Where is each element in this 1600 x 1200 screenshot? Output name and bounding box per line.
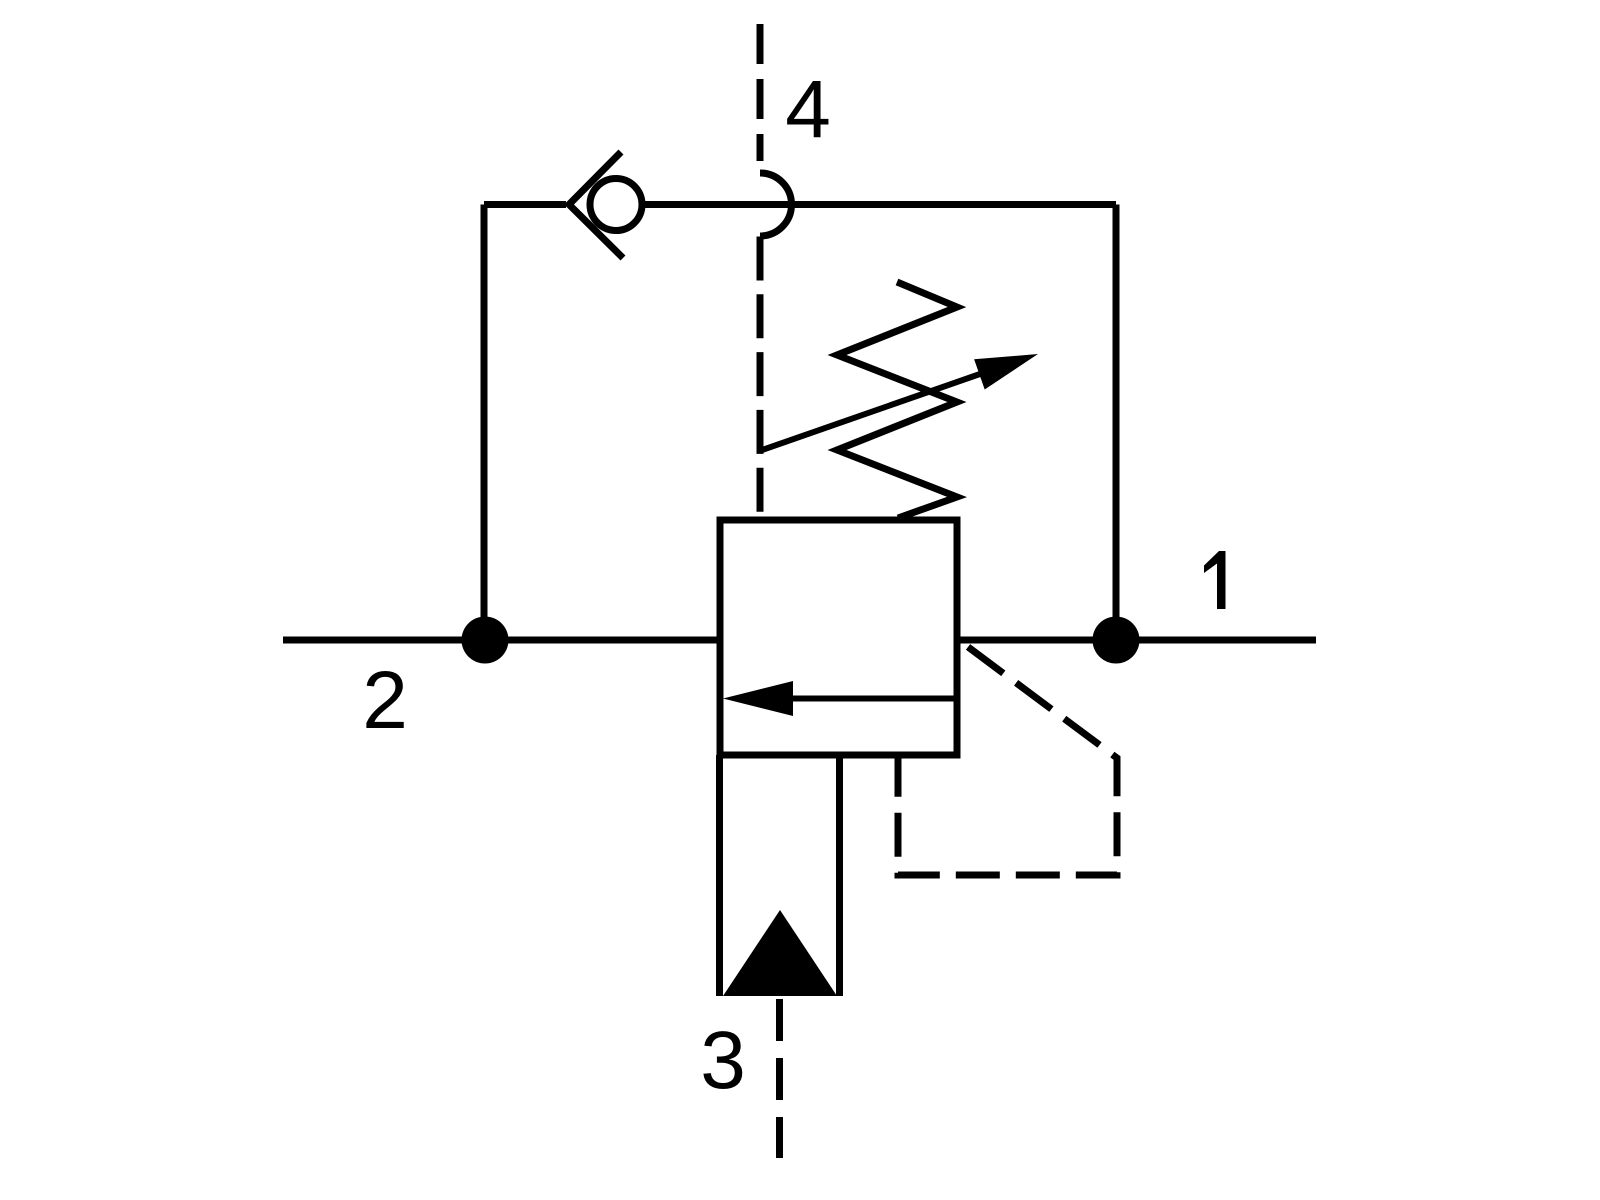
svg-text:4: 4 <box>785 64 831 155</box>
svg-text:3: 3 <box>700 1015 746 1106</box>
svg-text:2: 2 <box>362 655 408 746</box>
